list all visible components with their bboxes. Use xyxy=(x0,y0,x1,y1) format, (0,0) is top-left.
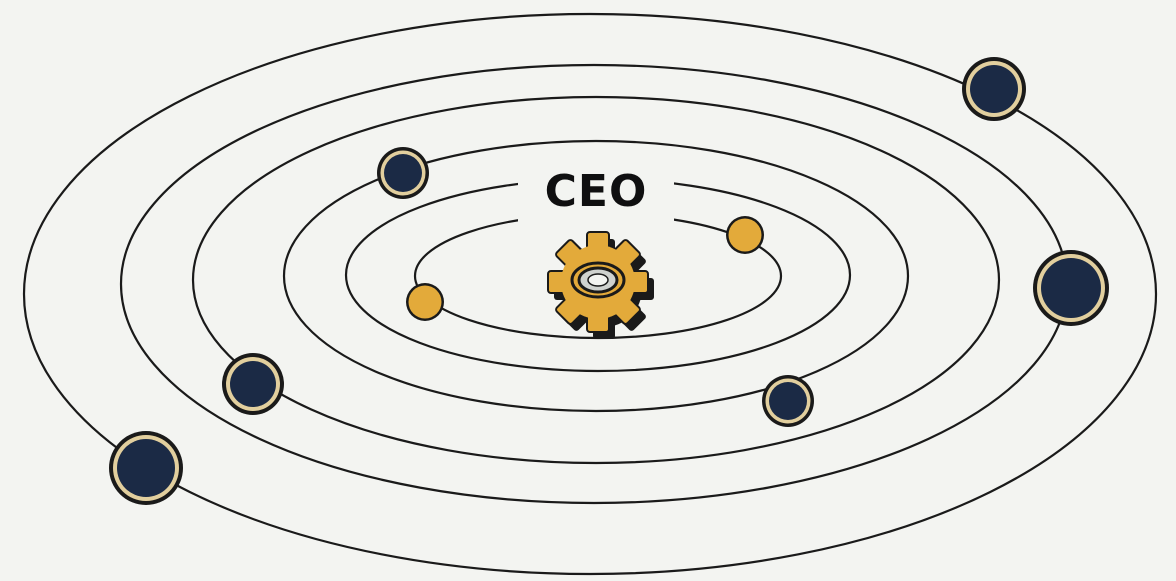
ceo-label: CEO xyxy=(518,160,674,222)
outer-node xyxy=(377,147,429,199)
orbit-ring-4 xyxy=(191,95,1001,465)
inner-node xyxy=(406,283,444,321)
outer-node xyxy=(222,353,284,415)
orbit-ring-3 xyxy=(282,139,910,413)
outer-node xyxy=(762,375,814,427)
outer-node xyxy=(1033,250,1109,326)
outer-node xyxy=(962,57,1026,121)
inner-node xyxy=(726,216,764,254)
gear-icon xyxy=(547,231,654,339)
orbit-ring-6 xyxy=(22,12,1158,576)
outer-node xyxy=(109,431,183,505)
